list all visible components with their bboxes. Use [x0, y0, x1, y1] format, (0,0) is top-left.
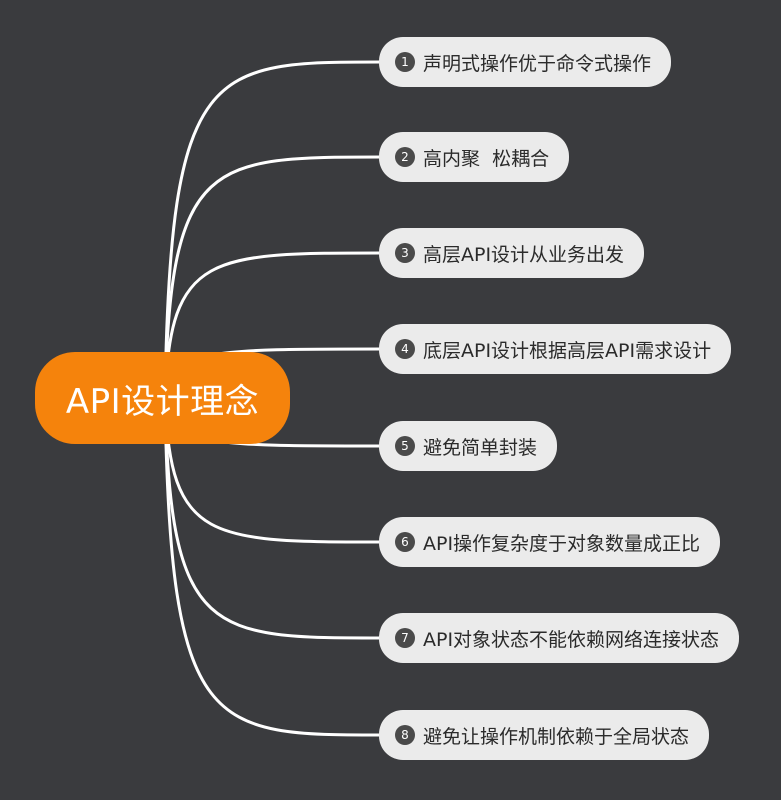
branch-label: 底层API设计根据高层API需求设计 — [423, 339, 712, 362]
connector-line-7 — [163, 396, 385, 640]
connector-line-3 — [163, 251, 385, 400]
branch-label: 高层API设计从业务出发 — [423, 243, 625, 266]
branch-node-1[interactable]: 1 声明式操作优于命令式操作 — [379, 37, 672, 87]
connector-line-8 — [163, 396, 385, 737]
branch-node-7[interactable]: 7 API对象状态不能依赖网络连接状态 — [379, 613, 740, 663]
branch-label: 声明式操作优于命令式操作 — [423, 52, 652, 75]
number-badge: 4 — [395, 339, 415, 359]
number-badge: 5 — [395, 436, 415, 456]
branch-node-8[interactable]: 8 避免让操作机制依赖于全局状态 — [379, 710, 710, 760]
branch-label: API对象状态不能依赖网络连接状态 — [423, 628, 720, 651]
branch-label: API操作复杂度于对象数量成正比 — [423, 532, 701, 555]
branch-node-5[interactable]: 5 避免简单封装 — [379, 421, 558, 471]
number-badge: 7 — [395, 628, 415, 648]
branch-label: 避免简单封装 — [423, 436, 538, 459]
root-node[interactable]: API设计理念 — [35, 352, 290, 444]
branch-label: 避免让操作机制依赖于全局状态 — [423, 725, 690, 748]
connector-line-2 — [163, 155, 385, 400]
number-badge: 6 — [395, 532, 415, 552]
root-label: API设计理念 — [65, 381, 260, 422]
branch-node-6[interactable]: 6 API操作复杂度于对象数量成正比 — [379, 517, 721, 567]
number-badge: 1 — [395, 52, 415, 72]
branch-node-4[interactable]: 4 底层API设计根据高层API需求设计 — [379, 324, 732, 374]
connector-line-1 — [163, 60, 385, 400]
number-badge: 3 — [395, 243, 415, 263]
number-badge: 8 — [395, 725, 415, 745]
branch-label: 高内聚 松耦合 — [423, 147, 550, 170]
branch-node-3[interactable]: 3 高层API设计从业务出发 — [379, 228, 645, 278]
connector-line-6 — [163, 396, 385, 544]
branch-node-2[interactable]: 2 高内聚 松耦合 — [379, 132, 570, 182]
number-badge: 2 — [395, 147, 415, 167]
